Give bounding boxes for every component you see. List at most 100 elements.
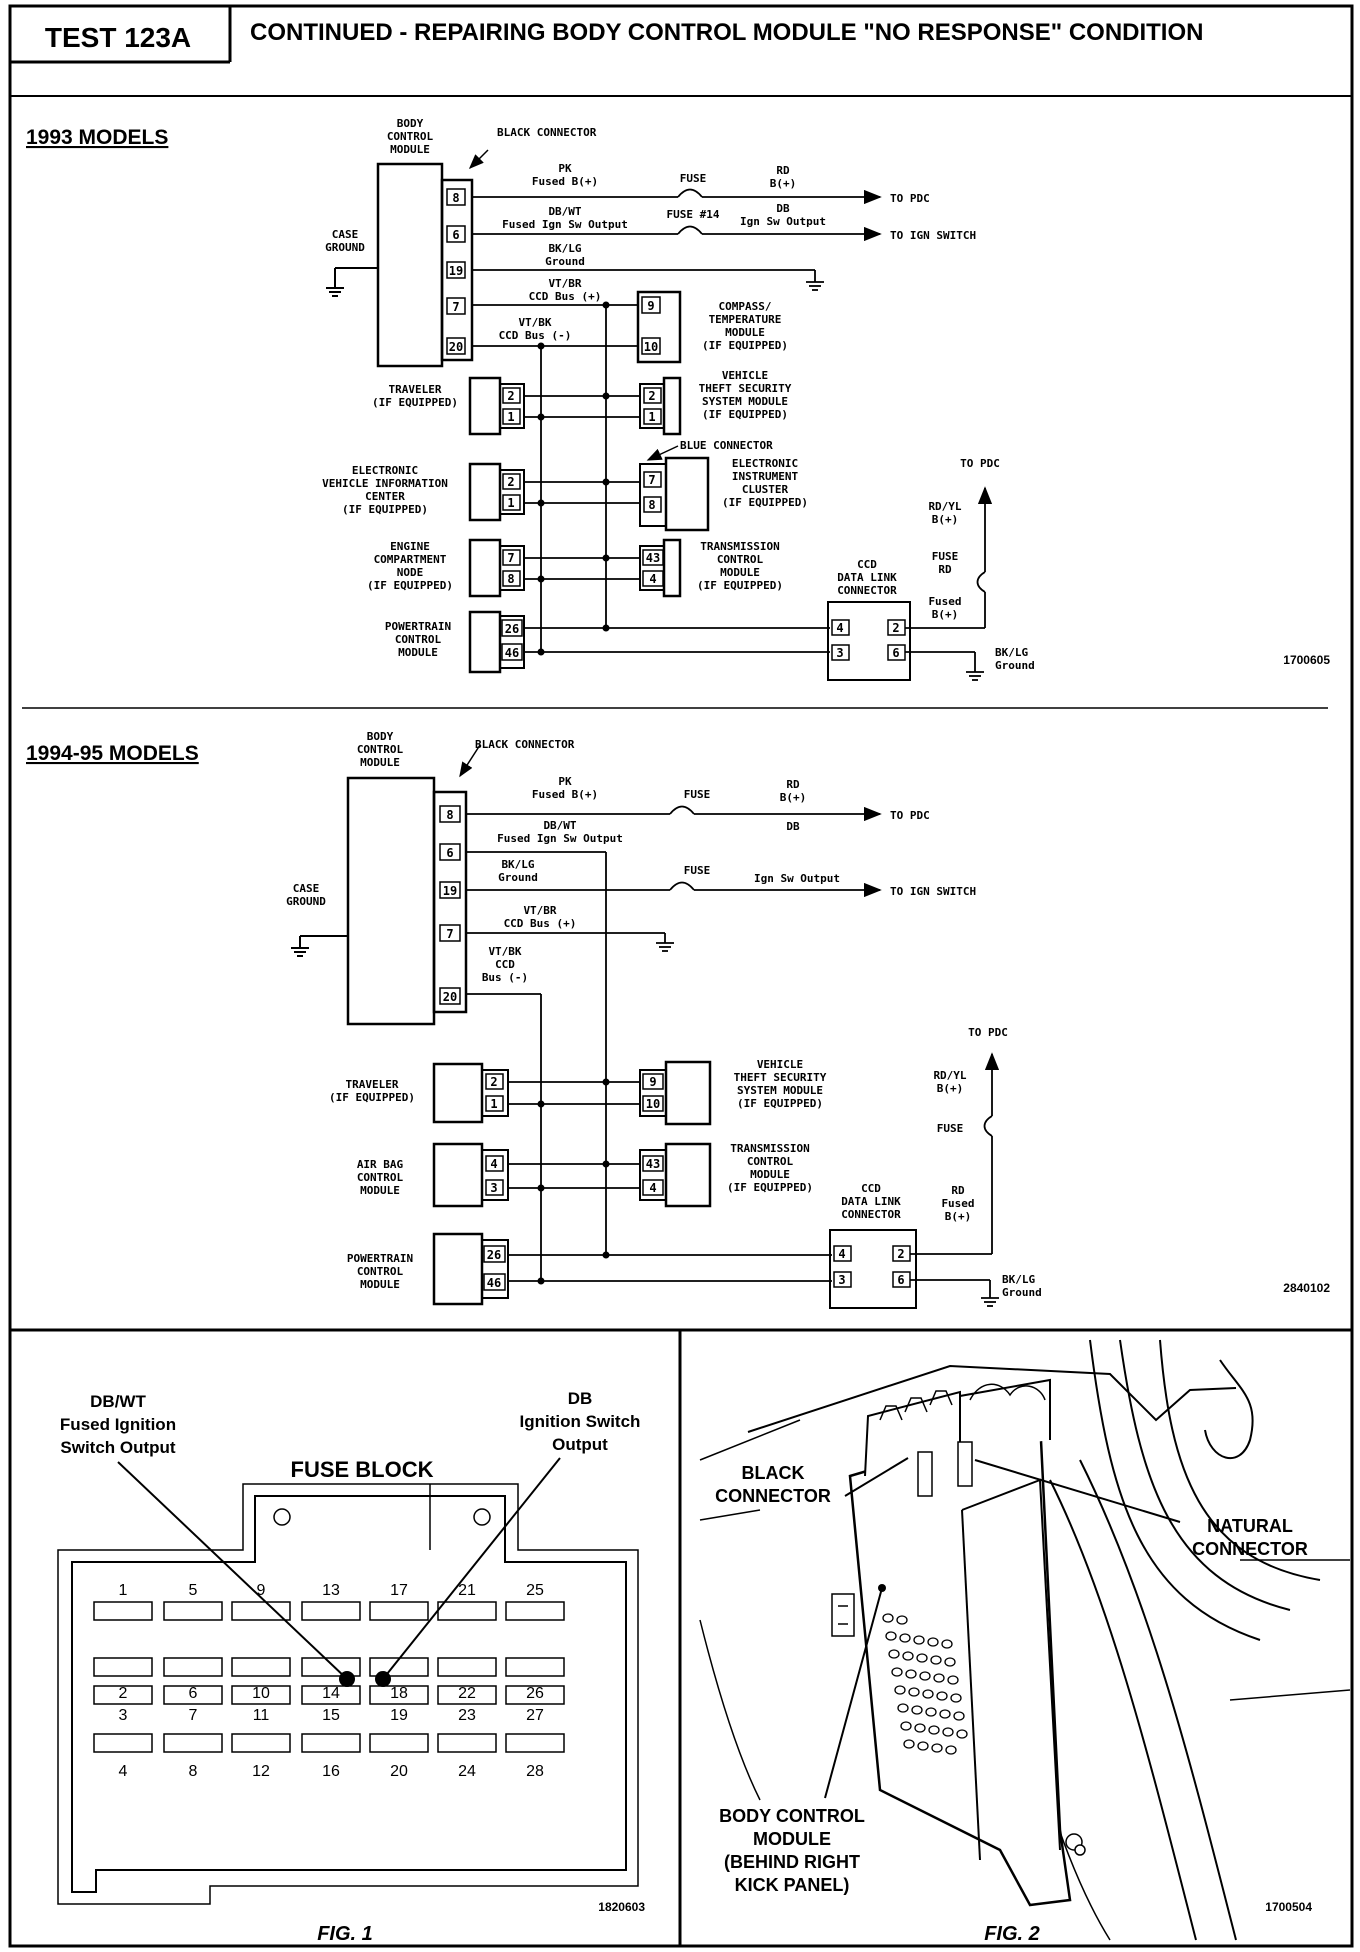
diagram-label: 1 xyxy=(507,410,514,424)
diagram-label: CONTROL xyxy=(717,553,764,566)
diagram-label: (IF EQUIPPED) xyxy=(722,496,808,509)
diagram-label: 2840102 xyxy=(1283,1281,1330,1295)
diagram-label: BODY xyxy=(367,730,394,743)
vent-hole xyxy=(899,1633,911,1643)
diagram-label: POWERTRAIN xyxy=(347,1252,413,1265)
diagram-label: FUSE xyxy=(932,550,959,563)
fuse-slot xyxy=(93,1685,153,1705)
diagram-label: BODY xyxy=(397,117,424,130)
diagram-label: 26 xyxy=(487,1248,501,1262)
fuse-slot xyxy=(93,1733,153,1753)
diagram-label: ENGINE xyxy=(390,540,430,553)
diagram-label: 20 xyxy=(449,340,463,354)
fuse-slot xyxy=(163,1657,223,1677)
diagram-label: Fused B(+) xyxy=(532,175,598,188)
vent-hole xyxy=(927,1637,939,1647)
fuse-number: 26 xyxy=(526,1685,544,1702)
diagram-label: GROUND xyxy=(325,241,365,254)
fuse-number: 5 xyxy=(189,1582,198,1599)
diagram-label: RD/YL xyxy=(933,1069,966,1082)
diagram-label: CCD xyxy=(861,1182,881,1195)
heading-1994: 1994-95 MODELS xyxy=(26,742,199,765)
fuse-slot xyxy=(437,1733,497,1753)
diagram-label: FUSE xyxy=(937,1122,964,1135)
diagram-label: MODULE xyxy=(398,646,438,659)
diagram-label: Fused Ign Sw Output xyxy=(502,218,628,231)
diagram-label: COMPARTMENT xyxy=(374,553,447,566)
fuse-number: 7 xyxy=(189,1707,198,1724)
diagram-label: Ground xyxy=(995,659,1035,672)
vent-hole xyxy=(930,1655,942,1665)
diagram-label: 2 xyxy=(507,475,514,489)
diagram-label: THEFT SECURITY xyxy=(734,1071,827,1084)
diagram-label: MODULE xyxy=(753,1829,831,1849)
fuse-number: 17 xyxy=(390,1582,408,1599)
fuse-slot xyxy=(231,1733,291,1753)
diagram-label: NODE xyxy=(397,566,424,579)
diagram-label: TO IGN SWITCH xyxy=(890,885,976,898)
diagram-label: (IF EQUIPPED) xyxy=(727,1181,813,1194)
diagram-label: AIR BAG xyxy=(357,1158,404,1171)
diagram-label: 8 xyxy=(446,808,453,822)
fuse-number: 24 xyxy=(458,1763,476,1780)
fuse-slot xyxy=(301,1657,361,1677)
diagram-label: 2 xyxy=(648,389,655,403)
diagram-label: Switch Output xyxy=(60,1438,176,1457)
diagram-label: (IF EQUIPPED) xyxy=(367,579,453,592)
vent-hole xyxy=(902,1651,914,1661)
vent-hole xyxy=(916,1653,928,1663)
page-title: CONTINUED - REPAIRING BODY CONTROL MODUL… xyxy=(250,19,1203,46)
fuse-number: 11 xyxy=(253,1707,270,1724)
vent-hole xyxy=(941,1639,953,1649)
vent-hole xyxy=(900,1721,912,1731)
diagram-label: DB/WT xyxy=(90,1392,146,1411)
diagram-label: (BEHIND RIGHT xyxy=(724,1852,860,1872)
fuse-slot xyxy=(93,1657,153,1677)
fig1-fuse-block: DB/WT Fused Ignition Switch Output DB Ig… xyxy=(57,1389,645,1945)
diagram-label: BLUE CONNECTOR xyxy=(680,439,773,452)
diagram-label: 6 xyxy=(446,846,453,860)
diagram-label: VT/BR xyxy=(523,904,556,917)
vent-hole xyxy=(896,1615,908,1625)
fuse-slot xyxy=(369,1733,429,1753)
diagram-label: CONTROL xyxy=(357,1265,404,1278)
diagram-label: (IF EQUIPPED) xyxy=(702,408,788,421)
diagram-label: 20 xyxy=(443,990,457,1004)
diagram-label: 43 xyxy=(646,551,660,565)
diagram-label: THEFT SECURITY xyxy=(699,382,792,395)
diagram-label: 3 xyxy=(836,646,843,660)
fig2-bcm-location: BLACK CONNECTOR NATURAL CONNECTOR BODY C… xyxy=(699,1339,1351,1945)
diagram-label: 8 xyxy=(452,191,459,205)
fuse-14-marker xyxy=(339,1671,355,1687)
diagram-label: FUSE xyxy=(684,788,711,801)
diagram-label: 2 xyxy=(507,389,514,403)
fuse-block-title: FUSE BLOCK xyxy=(291,1457,434,1482)
fuse-slot xyxy=(505,1657,565,1677)
fig2-caption: FIG. 2 xyxy=(984,1923,1040,1945)
diagram-label: B(+) xyxy=(780,791,807,804)
diagram-label: 10 xyxy=(646,1097,660,1111)
diagram-label: VT/BK xyxy=(488,945,521,958)
diagram-label: Fused xyxy=(928,595,961,608)
diagram-label: MODULE xyxy=(725,326,765,339)
vent-hole xyxy=(956,1729,968,1739)
vent-hole xyxy=(953,1711,965,1721)
diagram-label: TEMPERATURE xyxy=(709,313,782,326)
diagram-label: B(+) xyxy=(932,513,959,526)
diagram-label: TRAVELER xyxy=(346,1078,399,1091)
fuse-number: 2 xyxy=(119,1685,128,1702)
diagram-label: Ign Sw Output xyxy=(754,872,840,885)
diagram-label: CCD xyxy=(857,558,877,571)
fuse-slot xyxy=(437,1601,497,1621)
fuse-number: 1 xyxy=(119,1582,128,1599)
vent-hole xyxy=(944,1657,956,1667)
diagram-label: B(+) xyxy=(770,177,797,190)
diagram-label: CONNECTOR xyxy=(841,1208,901,1221)
diagram-label: B(+) xyxy=(932,608,959,621)
fuse-number: 12 xyxy=(252,1763,270,1780)
diagram-label: 6 xyxy=(892,646,899,660)
diagram-label: 1 xyxy=(648,410,655,424)
diagram-label: 7 xyxy=(446,927,453,941)
vent-hole xyxy=(950,1693,962,1703)
